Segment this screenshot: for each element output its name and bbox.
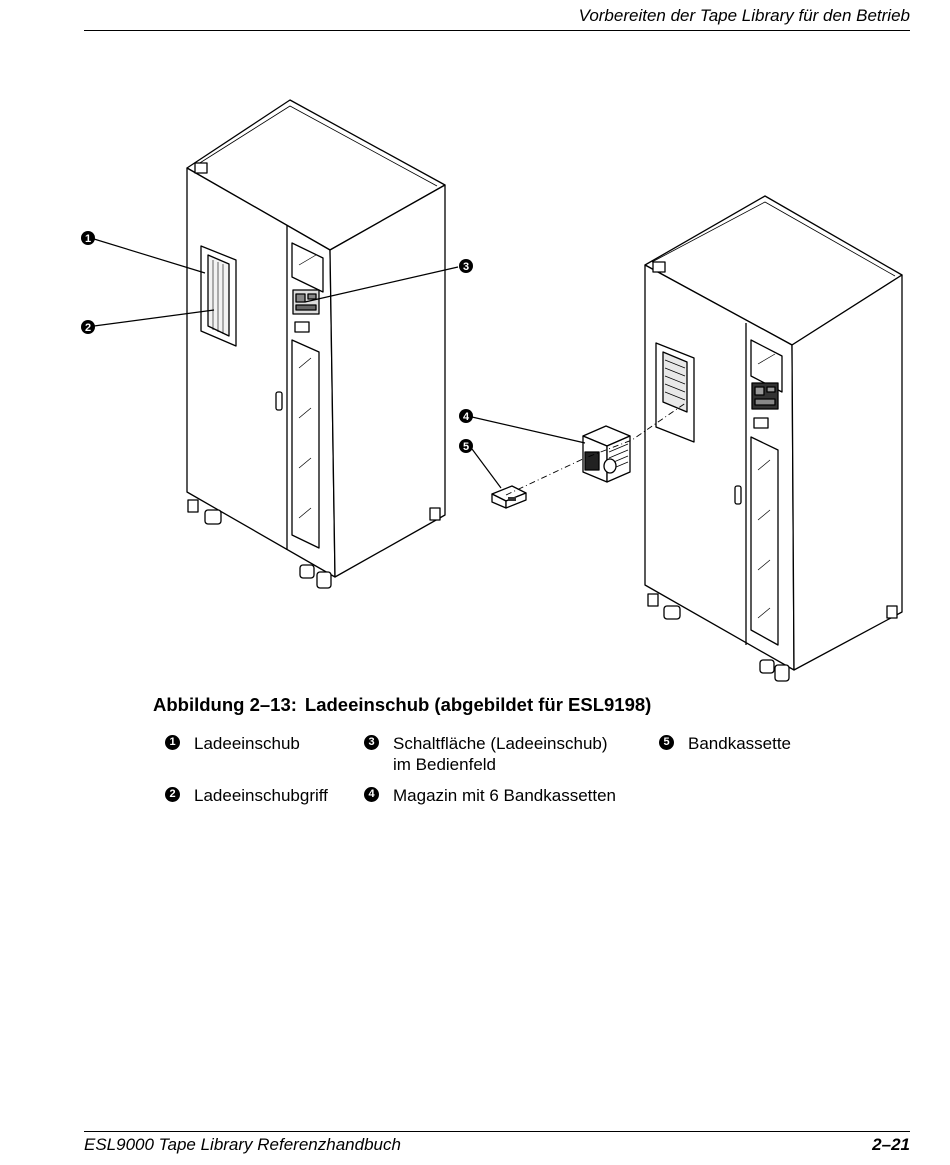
callout-5: 5 — [459, 439, 473, 453]
tape-magazine — [582, 425, 631, 483]
legend-text: Magazin mit 6 Bandkassetten — [393, 786, 617, 805]
running-header: Vorbereiten der Tape Library für den Bet… — [578, 6, 910, 25]
legend-marker: 1 — [165, 735, 180, 750]
svg-text:3: 3 — [463, 261, 469, 273]
figure-number: Abbildung 2–13: — [153, 694, 297, 715]
legend-marker: 2 — [165, 787, 180, 802]
legend-text: Ladeeinschub — [194, 734, 300, 753]
tape-library-left — [186, 99, 446, 589]
svg-text:2: 2 — [85, 322, 91, 334]
figure-caption: Abbildung 2–13: Ladeeinschub (abgebildet … — [153, 694, 651, 716]
callout-4: 4 — [459, 409, 473, 423]
tape-library-right — [644, 195, 903, 682]
legend-item: 1 Ladeeinschub — [165, 733, 300, 754]
figure-illustration: 1 2 3 4 5 — [81, 99, 903, 682]
footer-title: ESL9000 Tape Library Referenzhandbuch — [84, 1135, 401, 1154]
svg-text:1: 1 — [85, 233, 91, 245]
callout-1: 1 — [81, 231, 95, 245]
legend-item: 2 Ladeeinschubgriff — [165, 785, 328, 806]
svg-text:5: 5 — [463, 441, 469, 453]
legend-item: 3 Schaltfläche (Ladeeinschub) im Bedienf… — [364, 733, 608, 775]
callout-2: 2 — [81, 320, 95, 334]
page-number: 2–21 — [872, 1135, 910, 1154]
footer-rule — [84, 1131, 910, 1132]
header-rule — [84, 30, 910, 31]
tape-cartridge — [491, 485, 527, 509]
legend-text: Schaltfläche (Ladeeinschub) im Bedienfel… — [393, 734, 608, 774]
legend-marker: 4 — [364, 787, 379, 802]
legend-text: Bandkassette — [688, 734, 792, 753]
legend-text: Ladeeinschubgriff — [194, 786, 328, 805]
legend-marker: 5 — [659, 735, 674, 750]
legend-marker: 3 — [364, 735, 379, 750]
svg-text:4: 4 — [463, 411, 470, 423]
legend-item: 5 Bandkassette — [659, 733, 791, 754]
figure-caption-text: Ladeeinschub (abgebildet für ESL9198) — [304, 694, 652, 715]
callout-3: 3 — [459, 259, 473, 273]
legend-item: 4 Magazin mit 6 Bandkassetten — [364, 785, 616, 806]
